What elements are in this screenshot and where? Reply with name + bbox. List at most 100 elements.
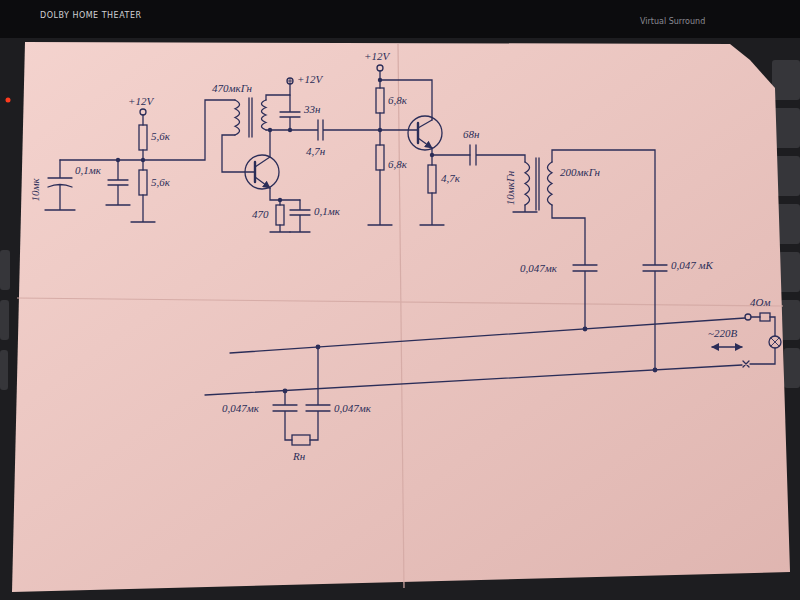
component-label: 0,047 мК bbox=[671, 259, 713, 271]
component-label: 68н bbox=[463, 128, 479, 140]
coupling-capacitor bbox=[266, 120, 418, 140]
component-label: 4,7н bbox=[306, 145, 325, 157]
key bbox=[0, 300, 9, 340]
component-label: 0,1мк bbox=[75, 164, 101, 176]
component-label: +12V bbox=[297, 73, 322, 85]
wire bbox=[420, 148, 470, 225]
inductor-symbol bbox=[548, 162, 553, 205]
component-label: 10мк bbox=[29, 178, 41, 201]
voltage-arrow bbox=[712, 346, 742, 347]
resistor-symbol bbox=[376, 145, 384, 170]
key bbox=[0, 250, 10, 290]
wire bbox=[750, 317, 775, 364]
component-label: 0,047мк bbox=[334, 402, 371, 414]
wire bbox=[60, 100, 235, 160]
component-label: 6,8к bbox=[388, 94, 407, 106]
paper-fold bbox=[398, 44, 404, 588]
supply-terminal bbox=[140, 109, 146, 115]
component-label: 470 bbox=[252, 208, 269, 220]
supply-terminal bbox=[377, 65, 383, 71]
component-label: 0,047мк bbox=[222, 402, 259, 414]
wire bbox=[222, 135, 255, 172]
component-label: 200мкГн bbox=[560, 166, 600, 178]
component-label: +12V bbox=[364, 50, 389, 62]
supply-terminal bbox=[287, 78, 293, 84]
capacitor-symbol bbox=[280, 95, 300, 130]
plus-mark bbox=[288, 79, 292, 83]
component-label: 6,8к bbox=[388, 158, 407, 170]
capacitor-symbol bbox=[290, 200, 310, 232]
transistor-collector bbox=[418, 120, 432, 128]
component-label: Rн bbox=[293, 450, 305, 462]
transistor-base bbox=[417, 123, 419, 143]
transistor-symbol bbox=[408, 116, 442, 150]
key bbox=[778, 252, 800, 292]
capacitor-symbol bbox=[552, 205, 597, 329]
component-label: 4Ом bbox=[750, 296, 770, 308]
inductor-symbol bbox=[235, 100, 240, 135]
junction-dot bbox=[288, 128, 292, 132]
resistor-symbol bbox=[428, 165, 436, 193]
lamp-symbol bbox=[769, 336, 781, 348]
ground-symbol bbox=[513, 205, 537, 212]
transistor-symbol bbox=[245, 155, 279, 189]
transistor-base bbox=[254, 162, 256, 182]
transformer-core bbox=[536, 158, 539, 210]
resistor-symbol bbox=[139, 125, 147, 150]
wire bbox=[266, 84, 290, 100]
inductor-symbol bbox=[262, 100, 267, 130]
junction-dot bbox=[116, 158, 120, 162]
key bbox=[0, 350, 8, 390]
capacitor-symbol bbox=[306, 347, 330, 440]
wire bbox=[270, 200, 290, 232]
transistor-collector bbox=[255, 130, 270, 167]
capacitor-symbol bbox=[273, 391, 297, 440]
junction-dot bbox=[141, 158, 145, 162]
component-label: 0,047мк bbox=[520, 262, 557, 274]
junction-dots bbox=[116, 78, 658, 394]
component-label: 5,6к bbox=[151, 176, 170, 188]
transformer-core bbox=[249, 98, 252, 137]
junction-dot bbox=[316, 345, 321, 350]
capacitor-symbol bbox=[106, 160, 130, 205]
component-label: Virtual Surround bbox=[640, 18, 705, 27]
junction-dot bbox=[378, 78, 382, 82]
component-label: +12V bbox=[128, 95, 153, 107]
circuit bbox=[45, 65, 781, 445]
paper-sheet bbox=[12, 42, 790, 592]
component-label: 10мкГн bbox=[504, 171, 516, 206]
capacitor-symbol bbox=[470, 145, 525, 165]
mains-wire bbox=[205, 365, 742, 395]
mains-wire bbox=[230, 318, 745, 353]
resistor-symbol bbox=[292, 435, 310, 445]
resistor-symbol bbox=[376, 88, 384, 113]
capacitor-symbol bbox=[552, 150, 667, 370]
key bbox=[784, 348, 800, 388]
junction-dot bbox=[278, 198, 282, 202]
mains-terminal bbox=[743, 361, 749, 367]
junction-dot bbox=[378, 128, 382, 132]
key bbox=[772, 60, 800, 100]
junction-dot bbox=[583, 327, 588, 332]
transistor-emitter bbox=[418, 138, 432, 148]
inductor-symbol bbox=[525, 162, 530, 205]
wire bbox=[368, 71, 432, 225]
component-label: 0,1мк bbox=[314, 205, 340, 217]
junction-dot bbox=[430, 153, 434, 157]
junction-dot bbox=[283, 389, 288, 394]
component-label: DOLBY HOME THEATER bbox=[40, 12, 142, 21]
junction-dot bbox=[653, 368, 658, 373]
resistor-symbol bbox=[276, 205, 284, 225]
component-label: 5,6к bbox=[151, 130, 170, 142]
component-label: 33н bbox=[304, 103, 320, 115]
electrolytic-capacitor bbox=[45, 160, 75, 210]
mains-terminal bbox=[745, 314, 751, 320]
lamp-symbol bbox=[771, 338, 779, 346]
resistor-symbol bbox=[139, 170, 147, 195]
paper-fold bbox=[17, 298, 783, 306]
junction-dot bbox=[268, 128, 272, 132]
component-label: 470мкГн bbox=[212, 82, 252, 94]
